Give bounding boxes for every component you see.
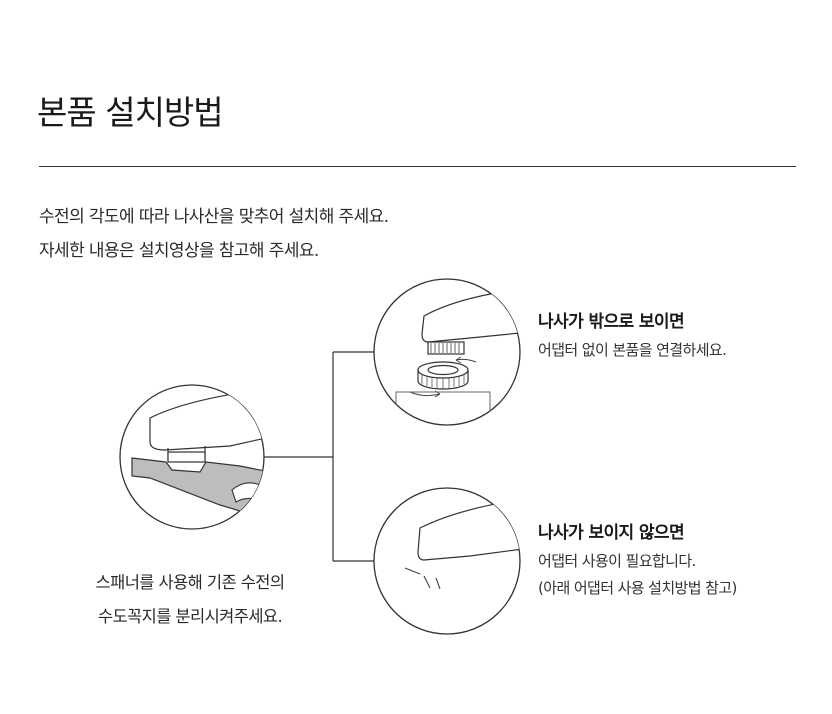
case-thread-hidden-line-1: 어댑터 사용이 필요합니다. (538, 552, 696, 570)
case-thread-hidden-text: 어댑터 사용이 필요합니다. (아래 어댑터 사용 설치방법 참고) (538, 548, 737, 602)
intro-text: 수전의 각도에 따라 나사산을 맞추어 설치해 주세요. 자세한 내용은 설치영… (39, 200, 389, 268)
case-thread-hidden-heading: 나사가 보이지 않으면 (538, 523, 685, 543)
intro-line-1: 수전의 각도에 따라 나사산을 맞추어 설치해 주세요. (39, 207, 389, 227)
connector-lines (264, 351, 374, 562)
case-thread-hidden: 나사가 보이지 않으면 어댑터 사용이 필요합니다. (아래 어댑터 사용 설치… (538, 522, 737, 602)
page-title: 본품 설치방법 (37, 93, 224, 132)
case-thread-visible: 나사가 밖으로 보이면 어댑터 없이 본품을 연결하세요. (538, 311, 727, 364)
case-thread-hidden-line-2: (아래 어댑터 사용 설치방법 참고) (538, 579, 737, 597)
intro-line-2: 자세한 내용은 설치영상을 참고해 주세요. (39, 241, 319, 261)
thread-nut-icon (417, 361, 469, 390)
thread-visible-circle (373, 278, 521, 426)
case-thread-visible-line-1: 어댑터 없이 본품을 연결하세요. (538, 341, 727, 359)
spanner-caption-line-1: 스패너를 사용해 기존 수전의 (95, 573, 286, 592)
water-drip-marks (404, 567, 441, 590)
case-thread-visible-heading: 나사가 밖으로 보이면 (538, 312, 685, 332)
spanner-caption-line-2: 수도꼭지를 분리시켜주세요. (97, 607, 283, 626)
case-thread-visible-text: 어댑터 없이 본품을 연결하세요. (538, 337, 727, 364)
spanner-caption: 스패너를 사용해 기존 수전의 수도꼭지를 분리시켜주세요. (40, 566, 340, 634)
spanner-detail-circle (119, 384, 265, 530)
title-divider (39, 166, 796, 167)
thread-hidden-circle (373, 487, 521, 635)
